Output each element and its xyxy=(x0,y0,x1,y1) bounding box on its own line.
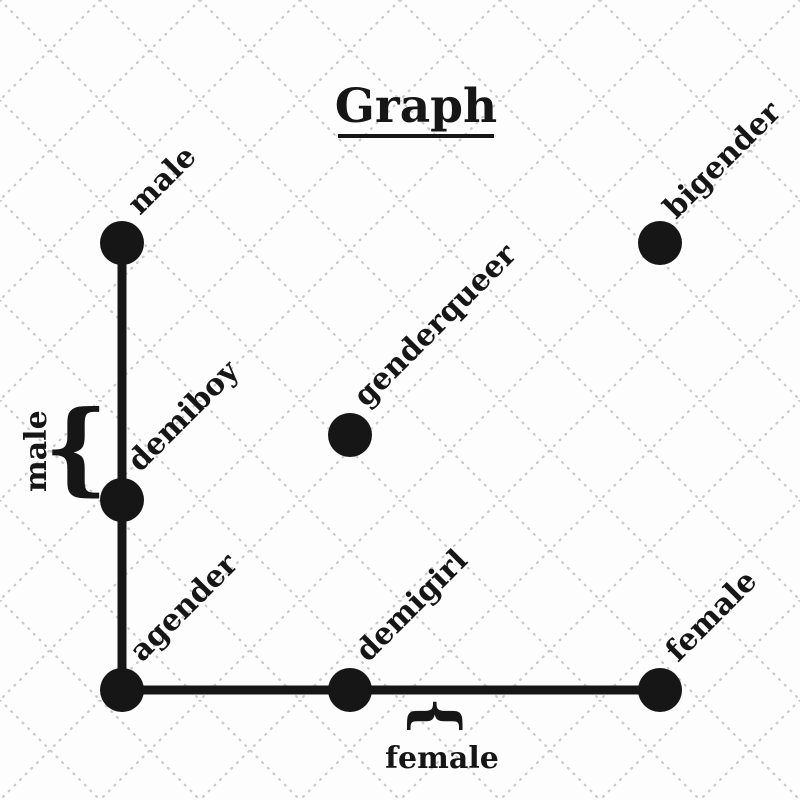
node-agender xyxy=(100,668,144,712)
node-male xyxy=(100,221,144,265)
node-demiboy xyxy=(100,478,144,522)
left-brace-icon: { xyxy=(44,388,108,506)
node-demigirl xyxy=(328,668,372,712)
node-bigender xyxy=(638,221,682,265)
node-genderqueer xyxy=(328,413,372,457)
bottom-brace-icon: { xyxy=(402,697,472,736)
node-female xyxy=(638,668,682,712)
bottom-brace-label: female xyxy=(385,741,499,776)
diagram-title: Graph xyxy=(335,79,497,134)
left-brace-label: male xyxy=(19,410,54,492)
